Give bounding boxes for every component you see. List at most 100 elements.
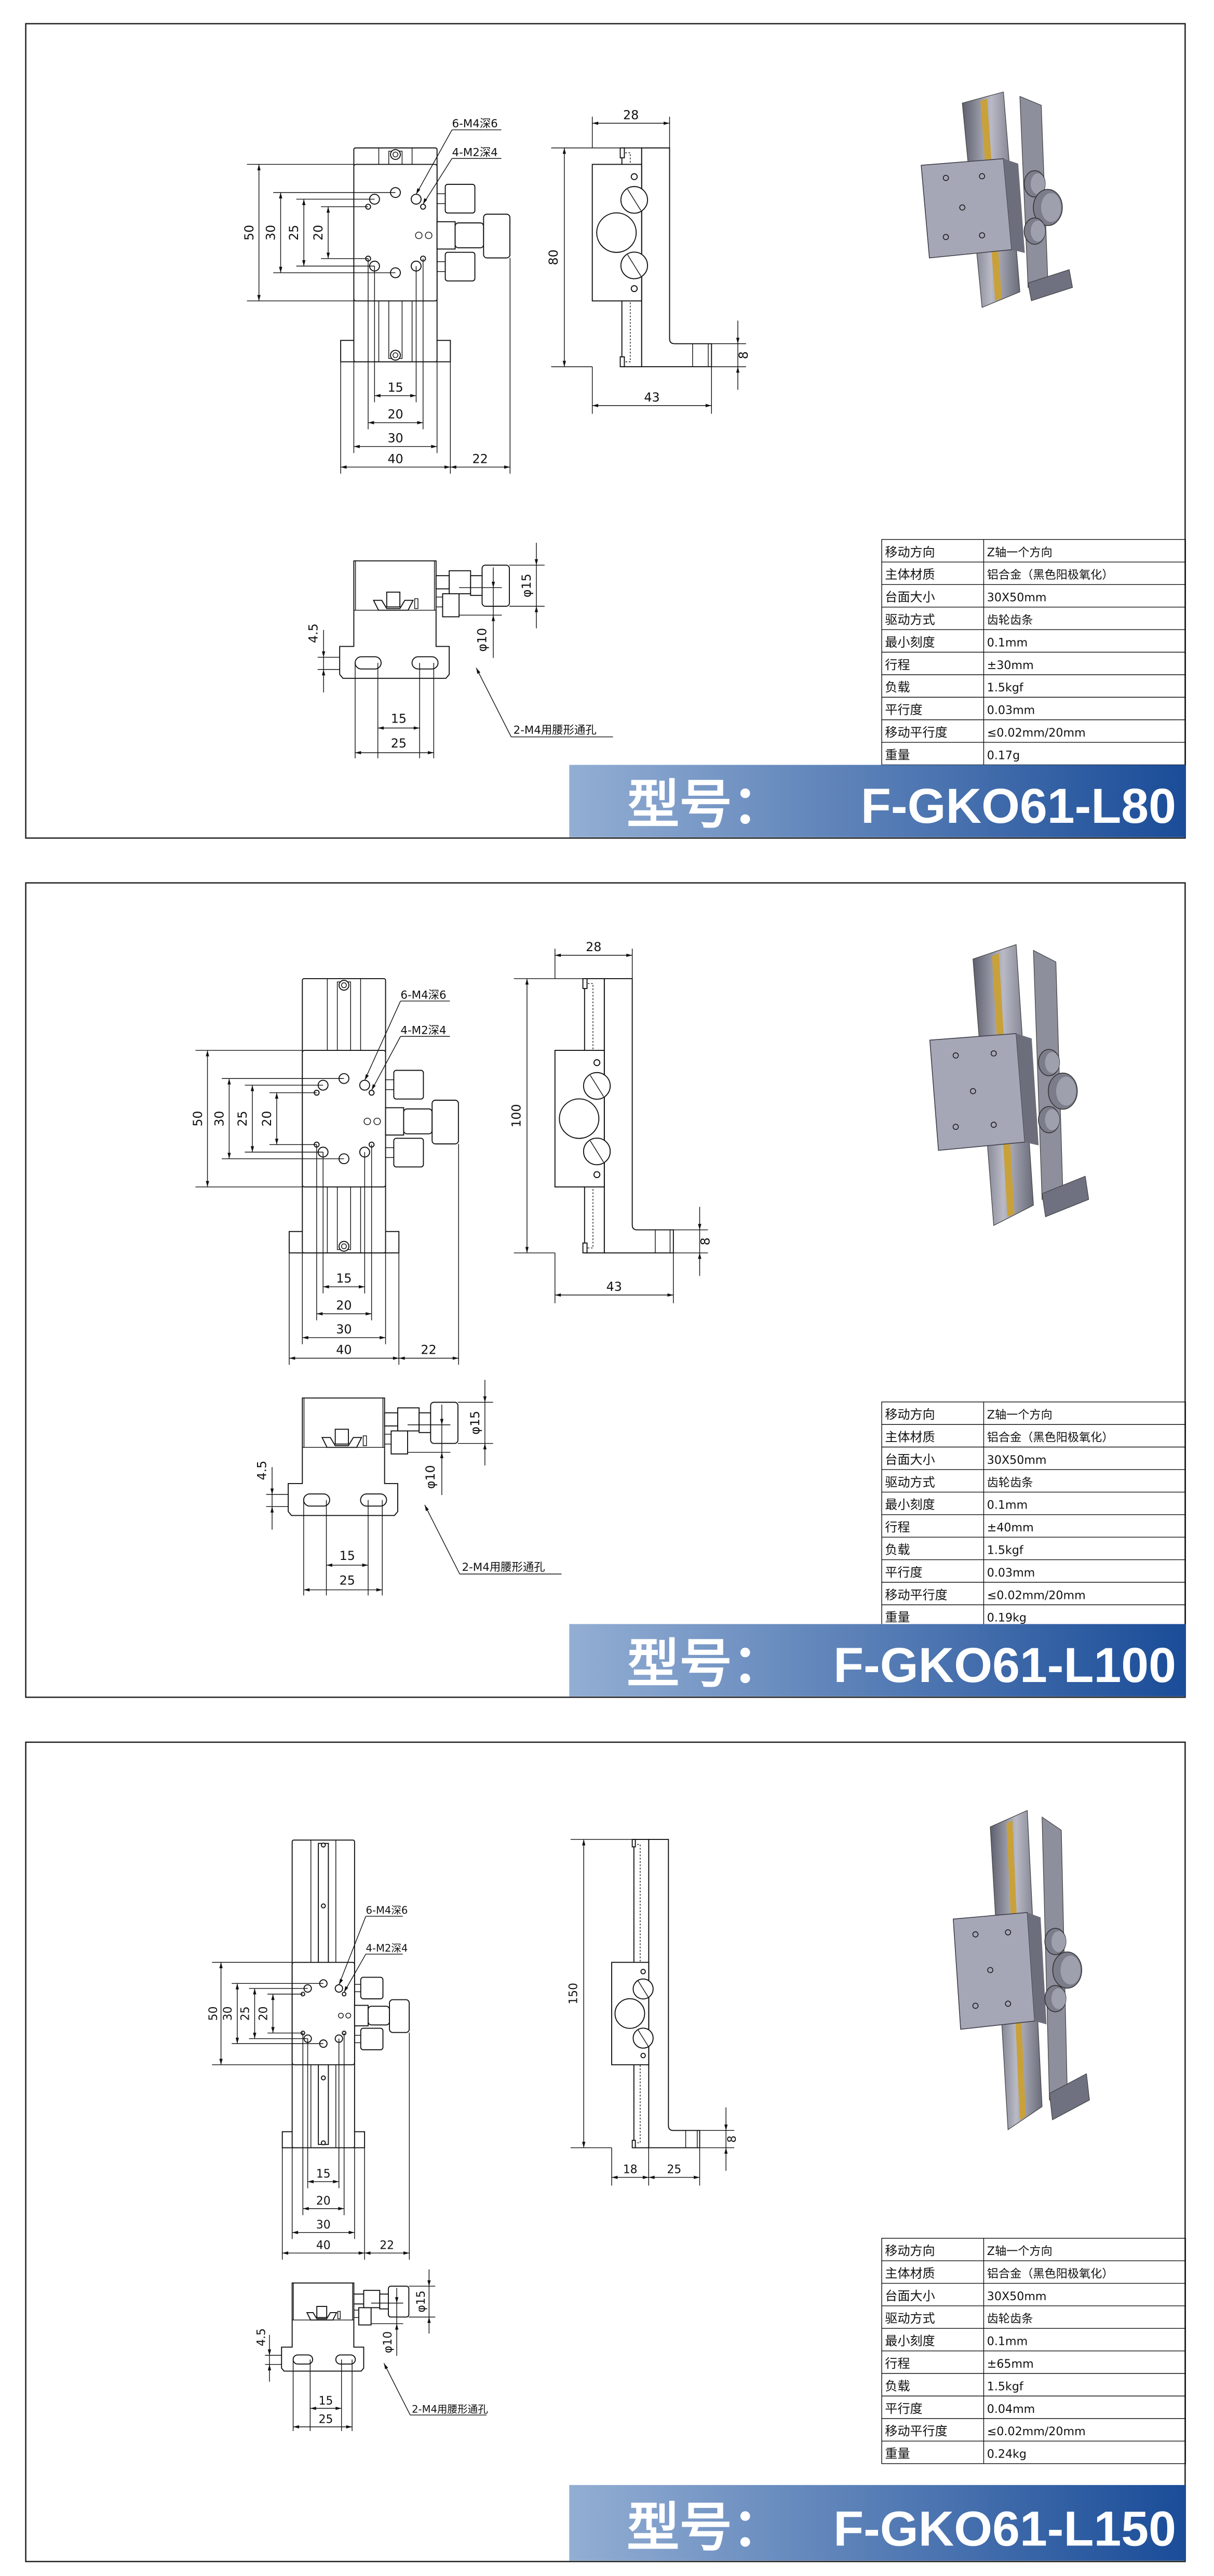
arrowhead [416,188,421,194]
knob-shaft [403,1108,433,1134]
arrowhead [227,1078,231,1085]
spec-label: 平行度 [885,1565,922,1580]
arrowhead [279,266,282,273]
knob-collar [436,221,456,250]
spec-label: 最小刻度 [885,2334,935,2348]
arrowhead [358,2251,365,2255]
spec-label: 负载 [885,2379,910,2393]
spec-value: 1.5kgf [987,2380,1024,2393]
hole-render [942,234,949,241]
knob-circle [614,1998,645,2029]
spec-label: 移动方向 [885,545,935,559]
slot-hole [355,656,382,670]
arrowhead [555,953,561,957]
arrowhead [582,1839,586,1846]
pinion [386,591,401,608]
spec-label: 平行度 [885,703,922,717]
arrowhead [235,1983,239,1990]
arrowhead [307,2180,314,2183]
end-screw-icon [390,350,401,361]
screw-slot [638,1981,649,1997]
arrowhead [267,2364,272,2371]
leader-line [476,668,512,737]
spec-value: ≤0.02mm/20mm [987,2425,1086,2438]
arrowhead [736,366,740,373]
spec-row: 负载 1.5kgf [882,2373,1186,2393]
model-number: F-GKO61-L100 [833,1638,1176,1693]
arrowhead [338,2207,344,2210]
dimension-label: 4.5 [255,1461,269,1480]
arrowhead [724,2147,728,2154]
sheet-border [25,1741,1186,2562]
product-render-image [921,91,1073,308]
arrowhead [440,1452,444,1459]
screw-slot [590,1140,604,1163]
dovetail [306,2312,338,2321]
end-stop [631,1839,636,1848]
knob-neck [419,1412,431,1433]
end-screw-icon [338,1240,349,1252]
mounting-hole [411,194,422,205]
carriage-table [353,164,438,302]
spec-row: 最小刻度 0.1mm [882,2328,1186,2348]
hole-render [990,1122,997,1128]
knob-face-render [1051,1988,1066,2009]
mounting-hole [368,1089,375,1096]
arrowhead [417,421,423,424]
hole-render [970,1088,976,1095]
mounting-hole [334,1984,343,1993]
dimension-label: 8 [736,351,751,359]
product-render-image [953,1810,1090,2130]
spec-label: 行程 [885,658,910,672]
dimension-label: 80 [546,249,561,265]
dovetail [321,1437,362,1448]
stage-bottom-outline [281,2282,365,2372]
arrowhead [282,2251,289,2255]
end-stop [619,147,625,158]
arrowhead [302,260,306,266]
dimension-label: 50 [242,225,257,241]
arrowhead [302,199,306,205]
carriage-side-render [1027,1912,1047,2025]
arrowhead [427,751,434,755]
callout-label: 4-M2深4 [366,1942,408,1954]
rail-hole [321,1903,326,1908]
knob-face-render [1041,193,1061,222]
spec-label: 驱动方式 [885,612,935,627]
arrowhead [698,1224,702,1230]
small-hole [630,173,638,180]
dimension-label: 30 [263,225,278,241]
end-stop [619,356,625,367]
spec-value: 齿轮齿条 [987,1476,1033,1489]
arrowhead [413,726,420,730]
spec-label: 行程 [885,2356,910,2371]
arrowhead [339,1979,343,1985]
lock-knob [393,1138,424,1168]
arrowhead [323,1285,329,1289]
spec-value: 0.1mm [987,636,1028,649]
callout-label: 4-M2深4 [400,1024,446,1037]
arrowhead [310,2407,316,2410]
spec-value: 铝合金（黑色阳极氧化） [987,568,1114,582]
leader-line [339,1916,367,1985]
arrowhead [476,668,481,674]
knob-face-render [1031,220,1045,242]
spec-value: 0.1mm [987,1499,1028,1512]
arrowhead [698,1252,702,1259]
rail-hole [321,2140,326,2145]
dimension-label: 20 [336,1298,352,1313]
knob-neck [379,2293,389,2310]
lock-knob [444,251,476,282]
hole-render [990,1050,997,1057]
spec-value: 0.1mm [987,2335,1028,2348]
dimension-label: 25 [235,1111,250,1126]
arrowhead [366,1312,372,1316]
arrowhead [582,2142,586,2148]
callout-label: 2-M4用腰形通孔 [514,724,597,737]
dimension-label: 20 [311,225,326,241]
arrowhead [592,404,599,407]
dimension-label: 8 [726,2135,739,2143]
